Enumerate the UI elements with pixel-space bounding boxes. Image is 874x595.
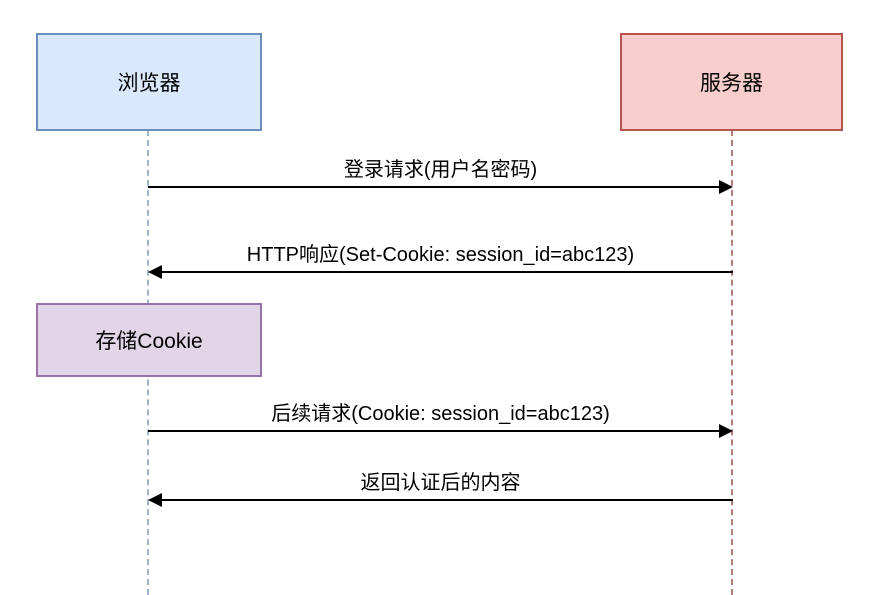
- server-lifeline: [731, 130, 733, 595]
- note-label: 存储Cookie: [95, 330, 203, 353]
- message-label: HTTP响应(Set-Cookie: session_id=abc123): [246, 244, 635, 266]
- message-label: 后续请求(Cookie: session_id=abc123): [271, 403, 610, 425]
- arrow-line: [159, 499, 733, 501]
- actor-box-server: 服务器: [620, 33, 843, 131]
- actor-label-server: 服务器: [700, 72, 763, 95]
- arrow-line: [148, 186, 722, 188]
- arrowhead-right-icon: [719, 424, 733, 438]
- arrow-line: [159, 271, 733, 273]
- arrowhead-left-icon: [148, 265, 162, 279]
- arrowhead-right-icon: [719, 180, 733, 194]
- actor-box-browser: 浏览器: [36, 33, 262, 131]
- note-box-store-cookie: 存储Cookie: [36, 303, 262, 377]
- arrow-line: [148, 430, 722, 432]
- message-label: 登录请求(用户名密码): [343, 159, 538, 181]
- actor-label-browser: 浏览器: [117, 72, 181, 95]
- arrowhead-left-icon: [148, 493, 162, 507]
- message-label: 返回认证后的内容: [360, 472, 521, 494]
